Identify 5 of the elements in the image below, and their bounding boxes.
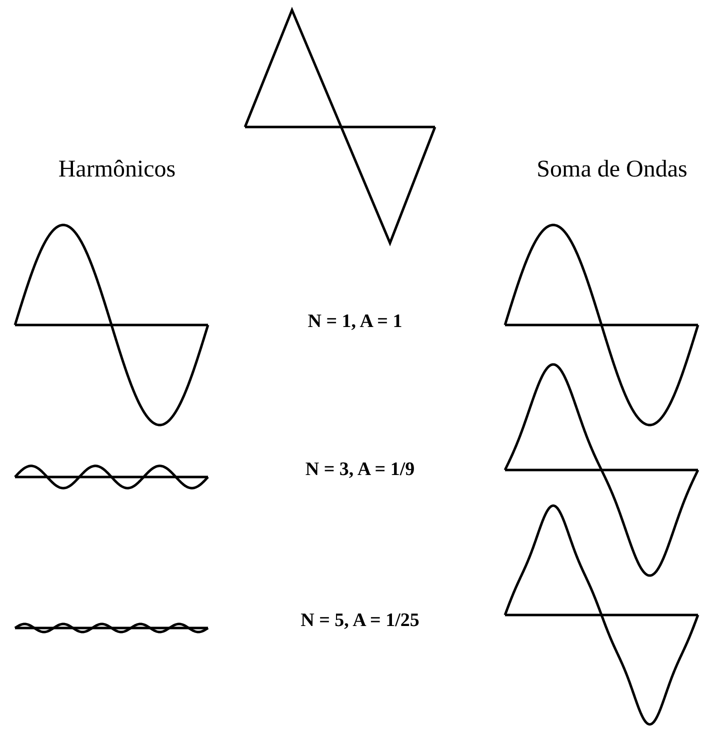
harmonic-label: N = 5, A = 1/25 (300, 610, 420, 632)
column-heading: Harmônicos (58, 156, 176, 184)
harmonic-label: N = 3, A = 1/9 (305, 459, 415, 481)
harmonic-label: N = 1, A = 1 (308, 311, 402, 333)
column-heading: Soma de Ondas (536, 156, 688, 184)
